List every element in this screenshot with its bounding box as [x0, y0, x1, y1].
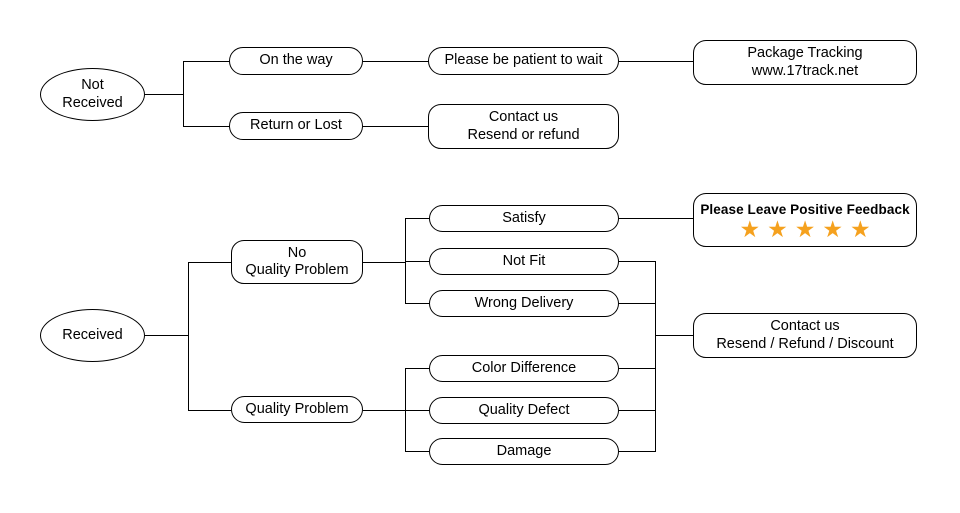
connector-quality-defect-to-bus [619, 410, 656, 411]
connector-quality-problem-fan-bus [405, 368, 406, 451]
node-contact-resend-or-refund[interactable]: Contact us Resend or refund [428, 104, 619, 149]
connector-quality-problem-to-bus [363, 410, 405, 411]
star-icon: ★ [822, 215, 843, 242]
node-package-tracking[interactable]: Package Tracking www.17track.net [693, 40, 917, 85]
connector-color-difference-to-bus [619, 368, 656, 369]
node-quality-defect[interactable]: Quality Defect [429, 397, 619, 424]
connector-no-quality-problem-fan-bus [405, 218, 406, 303]
node-contact-resend-refund-discount[interactable]: Contact us Resend / Refund / Discount [693, 313, 917, 358]
connector-on-the-way-to-patient [363, 61, 429, 62]
node-positive-feedback[interactable]: Please Leave Positive Feedback ★ ★ ★ ★ ★ [693, 193, 917, 247]
node-wrong-delivery[interactable]: Wrong Delivery [429, 290, 619, 317]
connector-damage-to-bus [619, 451, 656, 452]
star-icon: ★ [794, 215, 816, 242]
connector-reasons-merge-bus [655, 261, 656, 452]
node-received[interactable]: Received [40, 309, 145, 362]
connector-bus-to-quality-defect [405, 410, 429, 411]
connector-satisfy-to-feedback [619, 218, 693, 219]
connector-bus-to-quality-problem [188, 410, 231, 411]
node-color-difference[interactable]: Color Difference [429, 355, 619, 382]
node-no-quality-problem[interactable]: No Quality Problem [231, 240, 363, 284]
node-not-received[interactable]: Not Received [40, 68, 145, 121]
connector-not-received-to-bus [145, 94, 183, 95]
star-icon: ★ [739, 215, 761, 242]
star-icon: ★ [767, 215, 788, 242]
connector-bus-to-on-the-way [183, 61, 230, 62]
node-quality-problem[interactable]: Quality Problem [231, 396, 363, 423]
connector-bus-to-color-difference [405, 368, 429, 369]
node-on-the-way[interactable]: On the way [229, 47, 363, 75]
connector-bus-to-return-or-lost [183, 126, 230, 127]
node-not-fit[interactable]: Not Fit [429, 248, 619, 275]
connector-wrong-delivery-to-bus [619, 303, 656, 304]
connector-bus-to-wrong-delivery [405, 303, 429, 304]
node-please-be-patient[interactable]: Please be patient to wait [428, 47, 619, 75]
connector-bus-to-damage [405, 451, 429, 452]
connector-bus-to-no-quality-problem [188, 262, 231, 263]
connector-patient-to-tracking [619, 61, 693, 62]
positive-feedback-label: Please Leave Positive Feedback [700, 201, 910, 217]
connector-not-received-bus [183, 61, 184, 127]
connector-merge-bus-to-contact [655, 335, 693, 336]
connector-received-bus [188, 262, 189, 411]
star-rating: ★ ★ ★ ★ ★ [739, 215, 871, 242]
star-icon: ★ [849, 215, 871, 242]
node-satisfy[interactable]: Satisfy [429, 205, 619, 232]
connector-return-to-contact [363, 126, 429, 127]
node-damage[interactable]: Damage [429, 438, 619, 465]
connector-not-fit-to-bus [619, 261, 656, 262]
connector-received-to-bus [145, 335, 188, 336]
node-return-or-lost[interactable]: Return or Lost [229, 112, 363, 140]
connector-no-quality-problem-to-bus [363, 262, 405, 263]
connector-bus-to-not-fit [405, 261, 429, 262]
connector-bus-to-satisfy [405, 218, 429, 219]
